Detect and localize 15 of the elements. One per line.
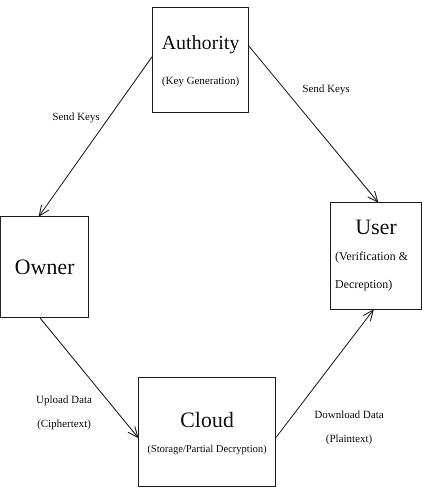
node-subtitle: (Verification & Decreption) <box>335 248 409 293</box>
entity-box <box>0 216 89 318</box>
node-title: Authority <box>162 32 240 55</box>
arrow <box>248 46 378 202</box>
entity-box <box>138 377 276 487</box>
arrow <box>40 318 138 438</box>
node-title: User <box>355 214 397 240</box>
arrow <box>276 310 374 438</box>
node-subtitle: (Storage/Partial Decryption) <box>147 444 267 457</box>
node-title: Cloud <box>180 407 234 432</box>
node-title: Owner <box>14 254 74 280</box>
arrow <box>38 56 152 216</box>
node-subtitle: (Key Generation) <box>162 74 240 88</box>
entity-box <box>152 7 249 113</box>
entity-box <box>330 202 422 310</box>
